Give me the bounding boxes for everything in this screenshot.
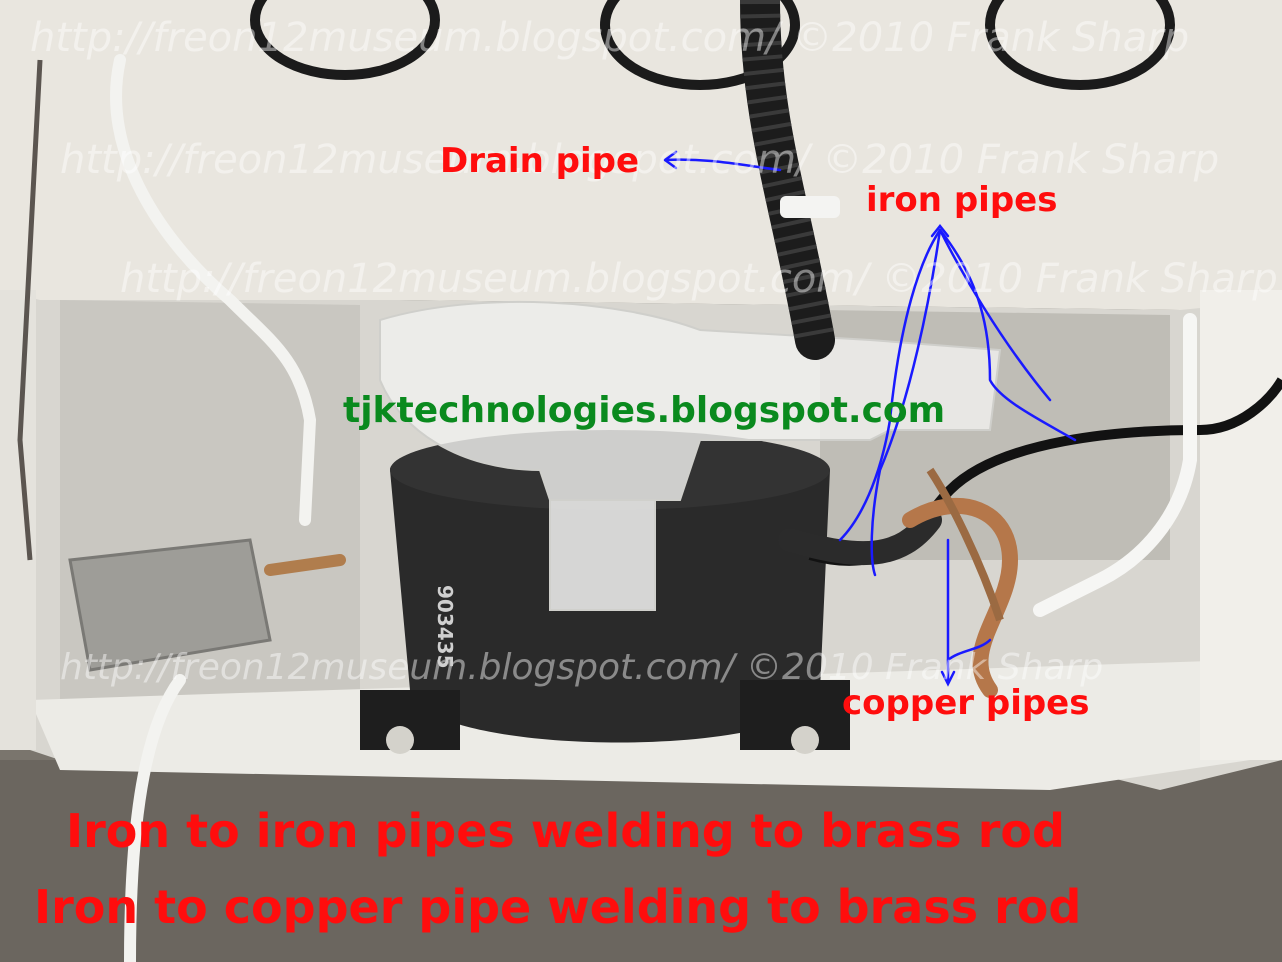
fridge-back-panel <box>0 0 1282 320</box>
iron-arrowhead <box>930 223 950 238</box>
watermark-line-4: http://freon12museum.blogspot.com/ ©2010… <box>60 647 1104 688</box>
right-side-panel <box>1200 290 1282 760</box>
terminal-box <box>68 538 272 672</box>
iron-arrow-middle <box>870 228 942 577</box>
drain-pipe-label: Drain pipe <box>440 141 640 181</box>
watermark-line-2: http://freon12museum.blogspot.com/ ©2010… <box>60 137 1220 183</box>
mounting-bolt-left <box>386 726 414 754</box>
caption-line-2: Iron to copper pipe welding to brass rod <box>34 880 1082 934</box>
iron-arrow-far-right <box>938 228 1052 402</box>
drain-pipe-ribs <box>740 0 835 344</box>
paving-foreground <box>0 760 1282 962</box>
left-thin-pipe <box>17 59 43 561</box>
condenser-loop-middle <box>600 0 800 90</box>
drain-pipe-clamp <box>780 196 840 218</box>
iron-pipes-label: iron pipes <box>866 180 1058 220</box>
drip-tray-tab <box>549 499 656 611</box>
iron-arrow-right <box>938 228 1077 442</box>
copper-arrowhead <box>940 670 956 687</box>
annotation-arrows <box>663 150 1077 687</box>
drain-pipe-arrowhead <box>663 150 678 170</box>
copper-process-stub <box>264 554 346 576</box>
condenser-loop-right <box>985 0 1175 90</box>
power-cable-upper <box>110 54 317 526</box>
copper-pipe-thin <box>926 467 1004 622</box>
drain-pipe-arrow <box>663 158 782 172</box>
white-pipe-right <box>1033 313 1197 617</box>
power-cable-lower <box>124 674 186 962</box>
copper-pipes-label: copper pipes <box>842 683 1090 723</box>
iron-arrow-left <box>838 228 942 542</box>
blog-url-label: tjktechnologies.blogspot.com <box>343 390 946 431</box>
iron-pipe-thick <box>778 508 942 566</box>
mounting-bolt-right <box>791 726 819 754</box>
drip-tray <box>379 300 1002 501</box>
caption-line-1: Iron to iron pipes welding to brass rod <box>66 804 1065 858</box>
compressor-serial: 903435 <box>433 585 457 669</box>
condenser-loop-left <box>250 0 440 80</box>
watermark-line-1: http://freon12museum.blogspot.com/ ©2010… <box>30 15 1190 61</box>
copper-arrow-branch <box>946 638 992 662</box>
left-side-panel <box>0 290 36 750</box>
watermark-line-3: http://freon12museum.blogspot.com/ ©2010… <box>120 256 1278 302</box>
